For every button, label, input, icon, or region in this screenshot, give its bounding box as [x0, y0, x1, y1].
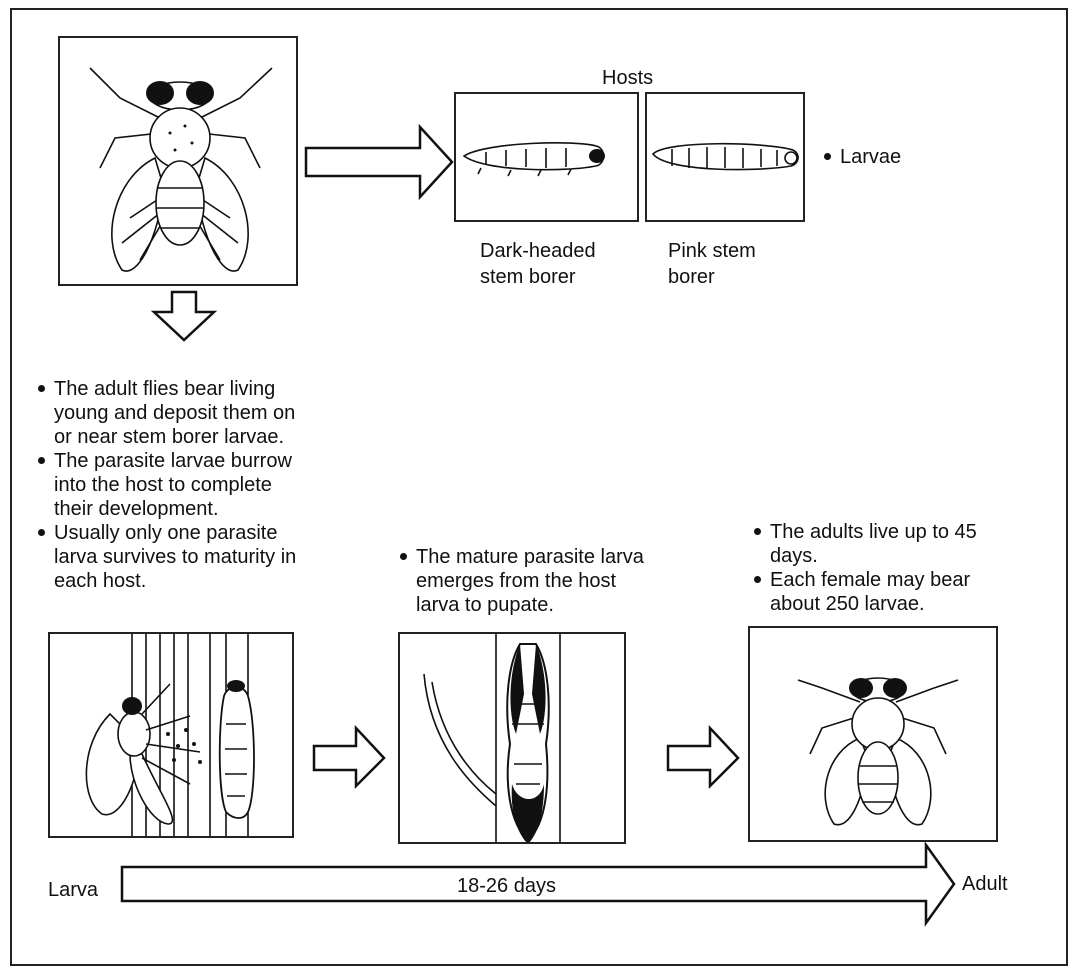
note-line: about 250 larvae.: [770, 592, 977, 616]
timeline-duration: 18-26 days: [457, 874, 556, 898]
note-line: Each female may bear: [770, 568, 977, 592]
note-line: each host.: [54, 569, 296, 593]
note-line: or near stem borer larvae.: [54, 425, 296, 449]
pupa-panel: [398, 632, 626, 844]
note-item: The parasite larvae burrow into the host…: [36, 449, 296, 521]
dark-headed-stem-borer-larva-icon: [456, 94, 639, 222]
host-caption-pink: Pink stem borer: [668, 238, 756, 290]
mature-larva-notes: The mature parasite larva emerges from t…: [398, 545, 644, 617]
note-line: their development.: [54, 497, 296, 521]
arrow-to-adult: [664, 722, 744, 792]
adults-notes: The adults live up to 45 days. Each fema…: [752, 520, 977, 616]
host-caption-dark-headed: Dark-headed stem borer: [480, 238, 596, 290]
adult-flies-notes: The adult flies bear living young and de…: [36, 377, 296, 593]
deposit-panel: [48, 632, 294, 838]
host-panel-pink: [645, 92, 805, 222]
timeline-start-label: Larva: [48, 878, 98, 902]
adult-panel: [748, 626, 998, 842]
host-caption-line: borer: [668, 264, 756, 290]
timeline-end-label: Adult: [962, 872, 1008, 896]
note-item: Usually only one parasite larva survives…: [36, 521, 296, 593]
note-line: The parasite larvae burrow: [54, 449, 296, 473]
note-line: larva to pupate.: [416, 593, 644, 617]
note-line: The adult flies bear living: [54, 377, 296, 401]
adult-fly-icon: [750, 628, 998, 842]
pupa-in-stem-icon: [400, 634, 626, 844]
fly-depositing-larvae-icon: [50, 634, 294, 838]
adult-fly-icon: [60, 38, 298, 286]
arrow-down: [150, 288, 220, 348]
adult-fly-panel: [58, 36, 298, 286]
note-line: The mature parasite larva: [416, 545, 644, 569]
arrow-to-hosts: [302, 122, 462, 202]
arrow-to-pupa: [310, 722, 390, 792]
note-item: The adults live up to 45 days.: [752, 520, 977, 568]
host-caption-line: Pink stem: [668, 238, 756, 264]
host-caption-line: stem borer: [480, 264, 596, 290]
note-line: The adults live up to 45: [770, 520, 977, 544]
pink-stem-borer-larva-icon: [647, 94, 805, 222]
note-item: The mature parasite larva emerges from t…: [398, 545, 644, 617]
note-item: Each female may bear about 250 larvae.: [752, 568, 977, 616]
note-line: young and deposit them on: [54, 401, 296, 425]
note-line: Usually only one parasite: [54, 521, 296, 545]
note-line: larva survives to maturity in: [54, 545, 296, 569]
larvae-label: Larvae: [822, 145, 901, 169]
hosts-heading: Hosts: [602, 66, 653, 90]
larvae-label-item: Larvae: [822, 145, 901, 169]
note-line: days.: [770, 544, 977, 568]
host-panel-dark-headed: [454, 92, 639, 222]
host-caption-line: Dark-headed: [480, 238, 596, 264]
note-item: The adult flies bear living young and de…: [36, 377, 296, 449]
note-line: into the host to complete: [54, 473, 296, 497]
note-line: emerges from the host: [416, 569, 644, 593]
